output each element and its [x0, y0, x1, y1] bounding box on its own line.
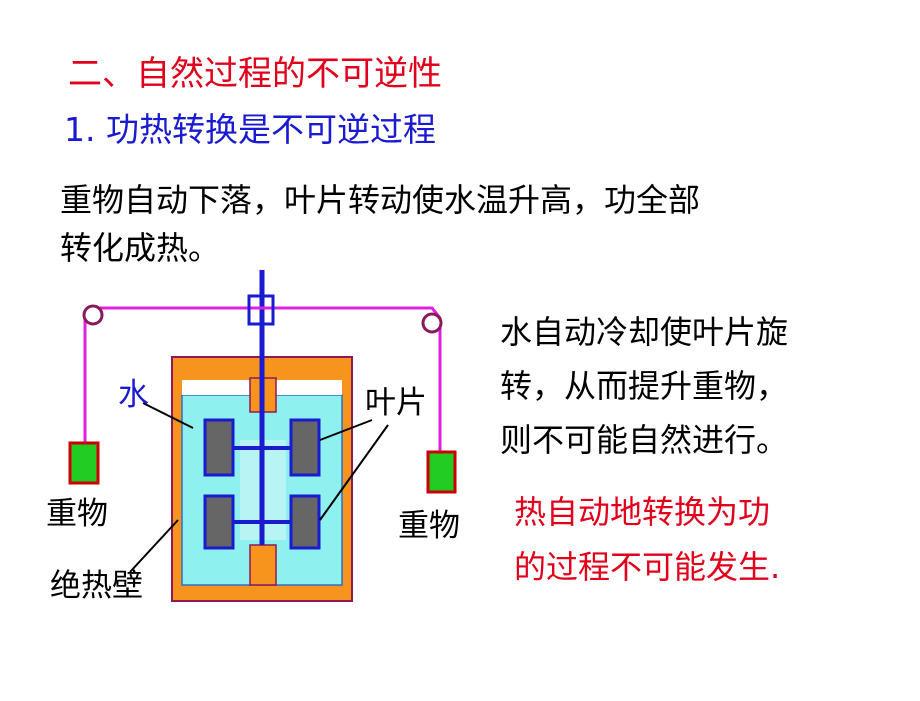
pulley-string [83, 306, 442, 455]
label-weight-left: 重物 [46, 496, 108, 532]
air-gap-left [182, 380, 250, 395]
weight-right [426, 450, 457, 494]
blade-upper-right [289, 418, 321, 477]
paragraph-line: 转，从而提升重物， [500, 367, 789, 405]
paragraph-reverse-impossible: 水自动冷却使叶片旋 转，从而提升重物， 则不可能自然进行。 [500, 305, 788, 467]
paragraph-line: 重物自动下落，叶片转动使水温升高，功全部 [60, 181, 701, 219]
paragraph-line: 则不可能自然进行。 [500, 421, 789, 459]
paragraph-conclusion: 热自动地转换为功 的过程不可能发生. [514, 485, 780, 595]
leader-blade-upper [319, 419, 373, 441]
right-pulley [421, 312, 443, 334]
leader-wall [129, 519, 179, 573]
leader-blade-lower [319, 424, 389, 521]
label-weight-right: 重物 [398, 508, 460, 544]
leader-water [142, 402, 194, 429]
blade-lower-left [203, 494, 235, 550]
winch-drum [247, 294, 275, 326]
paragraph-line: 转化成热。 [60, 229, 221, 267]
left-pulley [82, 304, 104, 326]
paragraph-line: 水自动冷却使叶片旋 [500, 313, 789, 351]
air-gap-right [276, 380, 342, 395]
bottom-baffle [249, 544, 277, 586]
blade-lower-right [289, 494, 321, 550]
label-insulated-wall: 绝热壁 [50, 568, 143, 604]
weight-left [68, 441, 100, 485]
blade-upper-left [203, 418, 235, 477]
slide-subtitle: 1. 功热转换是不可逆过程 [64, 110, 436, 149]
slide-title: 二、自然过程的不可逆性 [68, 54, 442, 94]
label-water: 水 [118, 377, 149, 413]
paragraph-line: 的过程不可能发生. [514, 548, 781, 586]
paragraph-line: 热自动地转换为功 [514, 493, 771, 531]
label-blade: 叶片 [365, 385, 427, 421]
paragraph-work-to-heat: 重物自动下落，叶片转动使水温升高，功全部 转化成热。 [60, 176, 700, 272]
